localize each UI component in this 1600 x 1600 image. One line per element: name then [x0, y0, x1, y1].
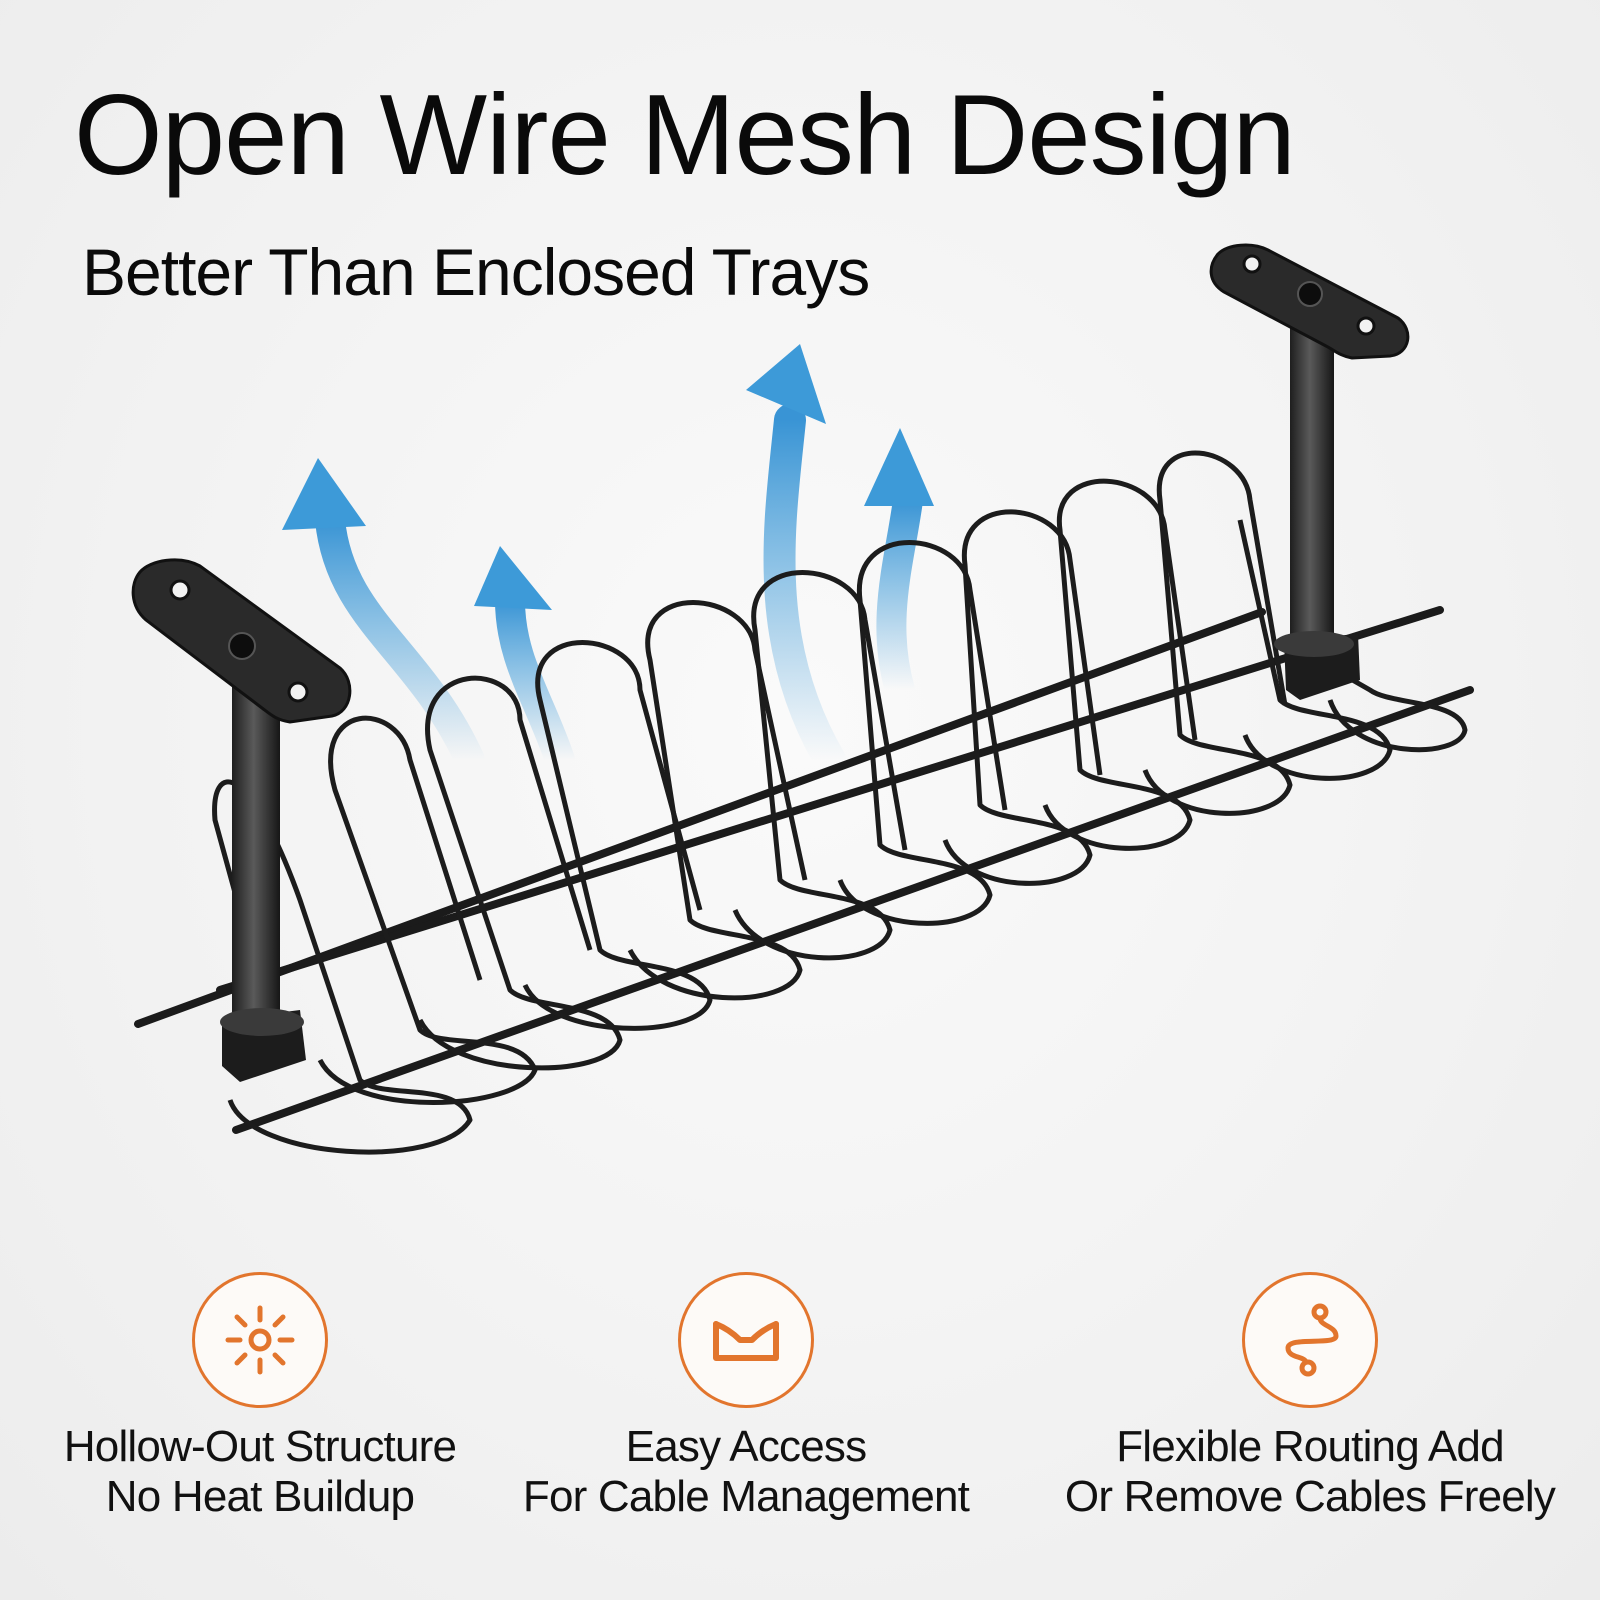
feature-line-1: Flexible Routing Add [1116, 1422, 1504, 1471]
left-mounting-bracket [131, 558, 352, 1082]
subheadline: Better Than Enclosed Trays [82, 235, 870, 309]
airflow-arrowhead [746, 344, 826, 424]
feature-caption: Easy Access For Cable Management [522, 1422, 970, 1522]
airflow-arrow [315, 505, 485, 775]
airflow-arrow [495, 585, 575, 775]
feature-caption: Hollow-Out Structure No Heat Buildup [63, 1422, 457, 1522]
airflow-arrows [282, 344, 934, 776]
feature-flexible-routing: Flexible Routing Add Or Remove Cables Fr… [1050, 1272, 1570, 1542]
feature-easy-access: Easy Access For Cable Management [486, 1272, 1006, 1542]
right-mounting-bracket [1209, 243, 1410, 700]
airflow-arrowhead [282, 458, 366, 530]
open-tray-icon [678, 1272, 814, 1408]
airflow-arrowhead [864, 428, 934, 506]
routing-path-icon [1242, 1272, 1378, 1408]
headline: Open Wire Mesh Design [74, 72, 1296, 199]
feature-line-1: Easy Access [625, 1422, 867, 1471]
feature-line-2: For Cable Management [522, 1472, 970, 1521]
airflow-arrow [876, 485, 923, 705]
feature-caption: Flexible Routing Add Or Remove Cables Fr… [1064, 1422, 1556, 1522]
feature-hollow-structure: Hollow-Out Structure No Heat Buildup [0, 1272, 520, 1542]
feature-line-1: Hollow-Out Structure [63, 1422, 457, 1471]
sun-heat-icon [192, 1272, 328, 1408]
feature-line-2: No Heat Buildup [105, 1472, 415, 1521]
airflow-arrow [763, 404, 846, 776]
airflow-arrowhead [474, 546, 552, 610]
feature-line-2: Or Remove Cables Freely [1064, 1472, 1556, 1521]
wire-loops [212, 450, 1468, 1155]
